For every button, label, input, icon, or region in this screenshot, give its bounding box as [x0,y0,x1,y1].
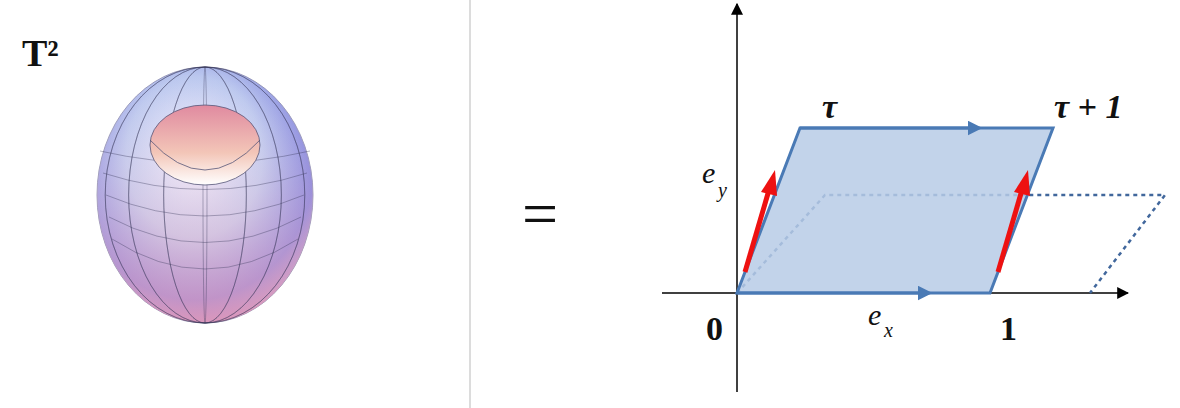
corner-label: 0 [706,312,723,346]
red-arrow [998,170,1030,272]
x-axis [662,292,1128,294]
basis-vector: e [700,158,717,188]
basis-subscript: x [884,320,893,340]
basis-subscript: y [716,180,729,200]
basis-vector: e [868,300,881,330]
y-axis [736,4,738,392]
red-arrow [745,170,777,272]
equals-sign: = [522,182,558,246]
torus [97,67,313,323]
corner-label: 1 [1000,312,1017,346]
space-name: T² [22,34,59,72]
edge-arrow [737,292,925,295]
fundamental-domain [737,128,1053,293]
corner-label: τ [822,90,837,124]
separator [469,0,471,408]
edge-arrow [800,127,975,130]
corner-label: τ + 1 [1054,90,1122,124]
